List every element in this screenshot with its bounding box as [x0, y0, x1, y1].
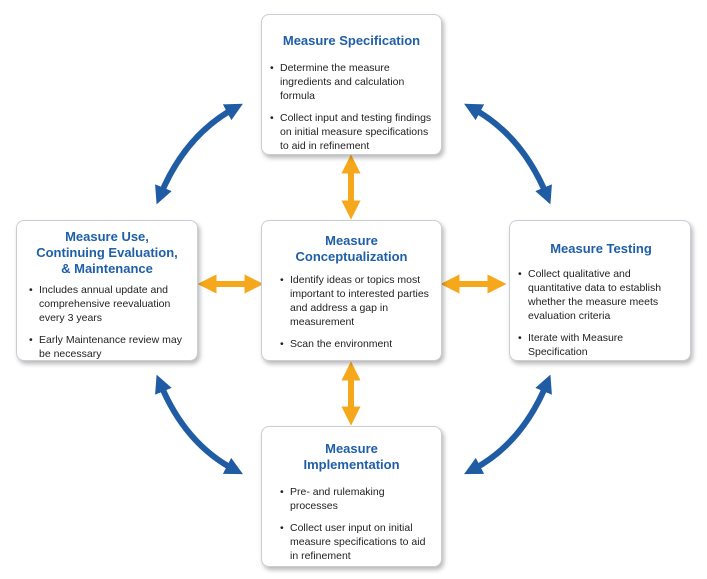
- measure-use-bullets: Includes annual update and comprehensive…: [29, 283, 185, 361]
- measure-conceptualization-title: Measure Conceptualization: [295, 233, 408, 264]
- measure-implementation-box: Measure Implementation Pre- and rulemaki…: [261, 426, 442, 567]
- bullet: Early Maintenance review may be necessar…: [29, 333, 185, 361]
- measure-specification-box: Measure Specification Determine the meas…: [261, 14, 442, 155]
- arrow-use-spec: [155, 103, 243, 205]
- bullet: Collect user input on initial measure sp…: [280, 521, 433, 563]
- measure-conceptualization-box: Measure Conceptualization Identify ideas…: [261, 220, 442, 361]
- measure-implementation-bullets: Pre- and rulemaking processes Collect us…: [280, 485, 433, 563]
- bullet: Scan the environment: [280, 337, 433, 351]
- bullet: Iterate with Measure Specification: [518, 331, 684, 359]
- bullet: Determine the measure ingredients and ca…: [270, 61, 433, 103]
- measure-conceptualization-bullets: Identify ideas or topics most important …: [280, 273, 433, 351]
- measure-specification-bullets: Determine the measure ingredients and ca…: [270, 61, 433, 153]
- measure-testing-bullets: Collect qualitative and quantitative dat…: [518, 267, 684, 359]
- bullet: Includes annual update and comprehensive…: [29, 283, 185, 325]
- measure-testing-box: Measure Testing Collect qualitative and …: [509, 220, 691, 361]
- arrow-spec-testing: [464, 103, 552, 205]
- bullet: Collect input and testing findings on in…: [270, 111, 433, 153]
- measure-implementation-title: Measure Implementation: [303, 441, 400, 472]
- arrow-impl-use: [155, 374, 243, 475]
- bullet: Pre- and rulemaking processes: [280, 485, 433, 513]
- measure-specification-title: Measure Specification: [282, 33, 421, 48]
- measure-testing-title: Measure Testing: [550, 241, 652, 256]
- measure-use-title: Measure Use, Continuing Evaluation, & Ma…: [36, 229, 178, 276]
- bullet: Identify ideas or topics most important …: [280, 273, 433, 329]
- bullet: Collect qualitative and quantitative dat…: [518, 267, 684, 323]
- arrow-testing-impl: [464, 374, 552, 475]
- measure-use-box: Measure Use, Continuing Evaluation, & Ma…: [16, 220, 198, 361]
